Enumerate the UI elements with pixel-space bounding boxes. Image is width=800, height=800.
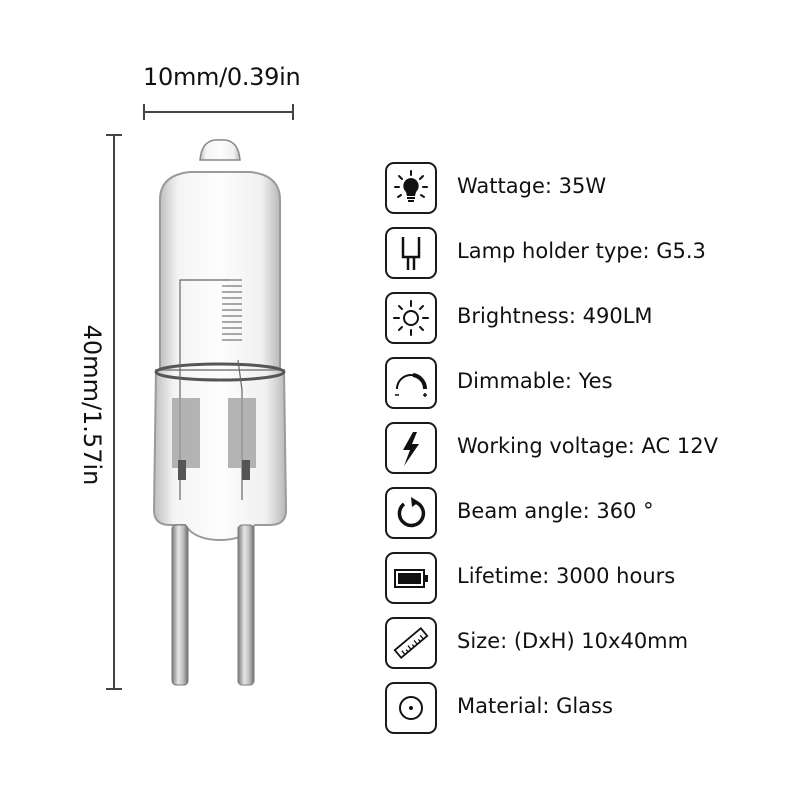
sun-brightness-icon xyxy=(385,292,437,344)
bi-pin-base-icon xyxy=(385,227,437,279)
height-dimension-tick-top xyxy=(106,134,122,136)
spec-row-wattage: Wattage: 35W xyxy=(385,162,785,216)
spec-row-lifetime: Lifetime: 3000 hours xyxy=(385,552,785,606)
spec-row-lamp-holder: Lamp holder type: G5.3 xyxy=(385,227,785,281)
height-dimension-label: 40mm/1.57in xyxy=(78,324,106,486)
width-dimension-line xyxy=(143,111,293,113)
width-dimension-label: 10mm/0.39in xyxy=(143,63,301,91)
width-dimension-tick-left xyxy=(143,104,145,120)
spec-text: Size: (DxH) 10x40mm xyxy=(457,629,689,653)
spec-text: Material: Glass xyxy=(457,694,613,718)
lightning-bolt-icon xyxy=(385,422,437,474)
height-dimension-line xyxy=(113,134,115,689)
dimmer-arc-icon xyxy=(385,357,437,409)
battery-icon xyxy=(385,552,437,604)
spec-text: Wattage: 35W xyxy=(457,174,607,198)
spec-text: Lifetime: 3000 hours xyxy=(457,564,676,588)
spec-text: Dimmable: Yes xyxy=(457,369,613,393)
spec-row-material: Material: Glass xyxy=(385,682,785,736)
spec-row-dimmable: Dimmable: Yes xyxy=(385,357,785,411)
height-dimension-tick-bottom xyxy=(106,688,122,690)
width-dimension-tick-right xyxy=(292,104,294,120)
spec-text: Working voltage: AC 12V xyxy=(457,434,718,458)
spec-row-size: Size: (DxH) 10x40mm xyxy=(385,617,785,671)
spec-text: Lamp holder type: G5.3 xyxy=(457,239,706,263)
light-bulb-icon xyxy=(385,162,437,214)
spec-row-voltage: Working voltage: AC 12V xyxy=(385,422,785,476)
ruler-icon xyxy=(385,617,437,669)
target-circle-icon xyxy=(385,682,437,734)
circular-arrow-icon xyxy=(385,487,437,539)
spec-text: Brightness: 490LM xyxy=(457,304,653,328)
spec-text: Beam angle: 360 ° xyxy=(457,499,654,523)
spec-row-beam-angle: Beam angle: 360 ° xyxy=(385,487,785,541)
halogen-bulb-image xyxy=(152,139,288,686)
spec-row-brightness: Brightness: 490LM xyxy=(385,292,785,346)
